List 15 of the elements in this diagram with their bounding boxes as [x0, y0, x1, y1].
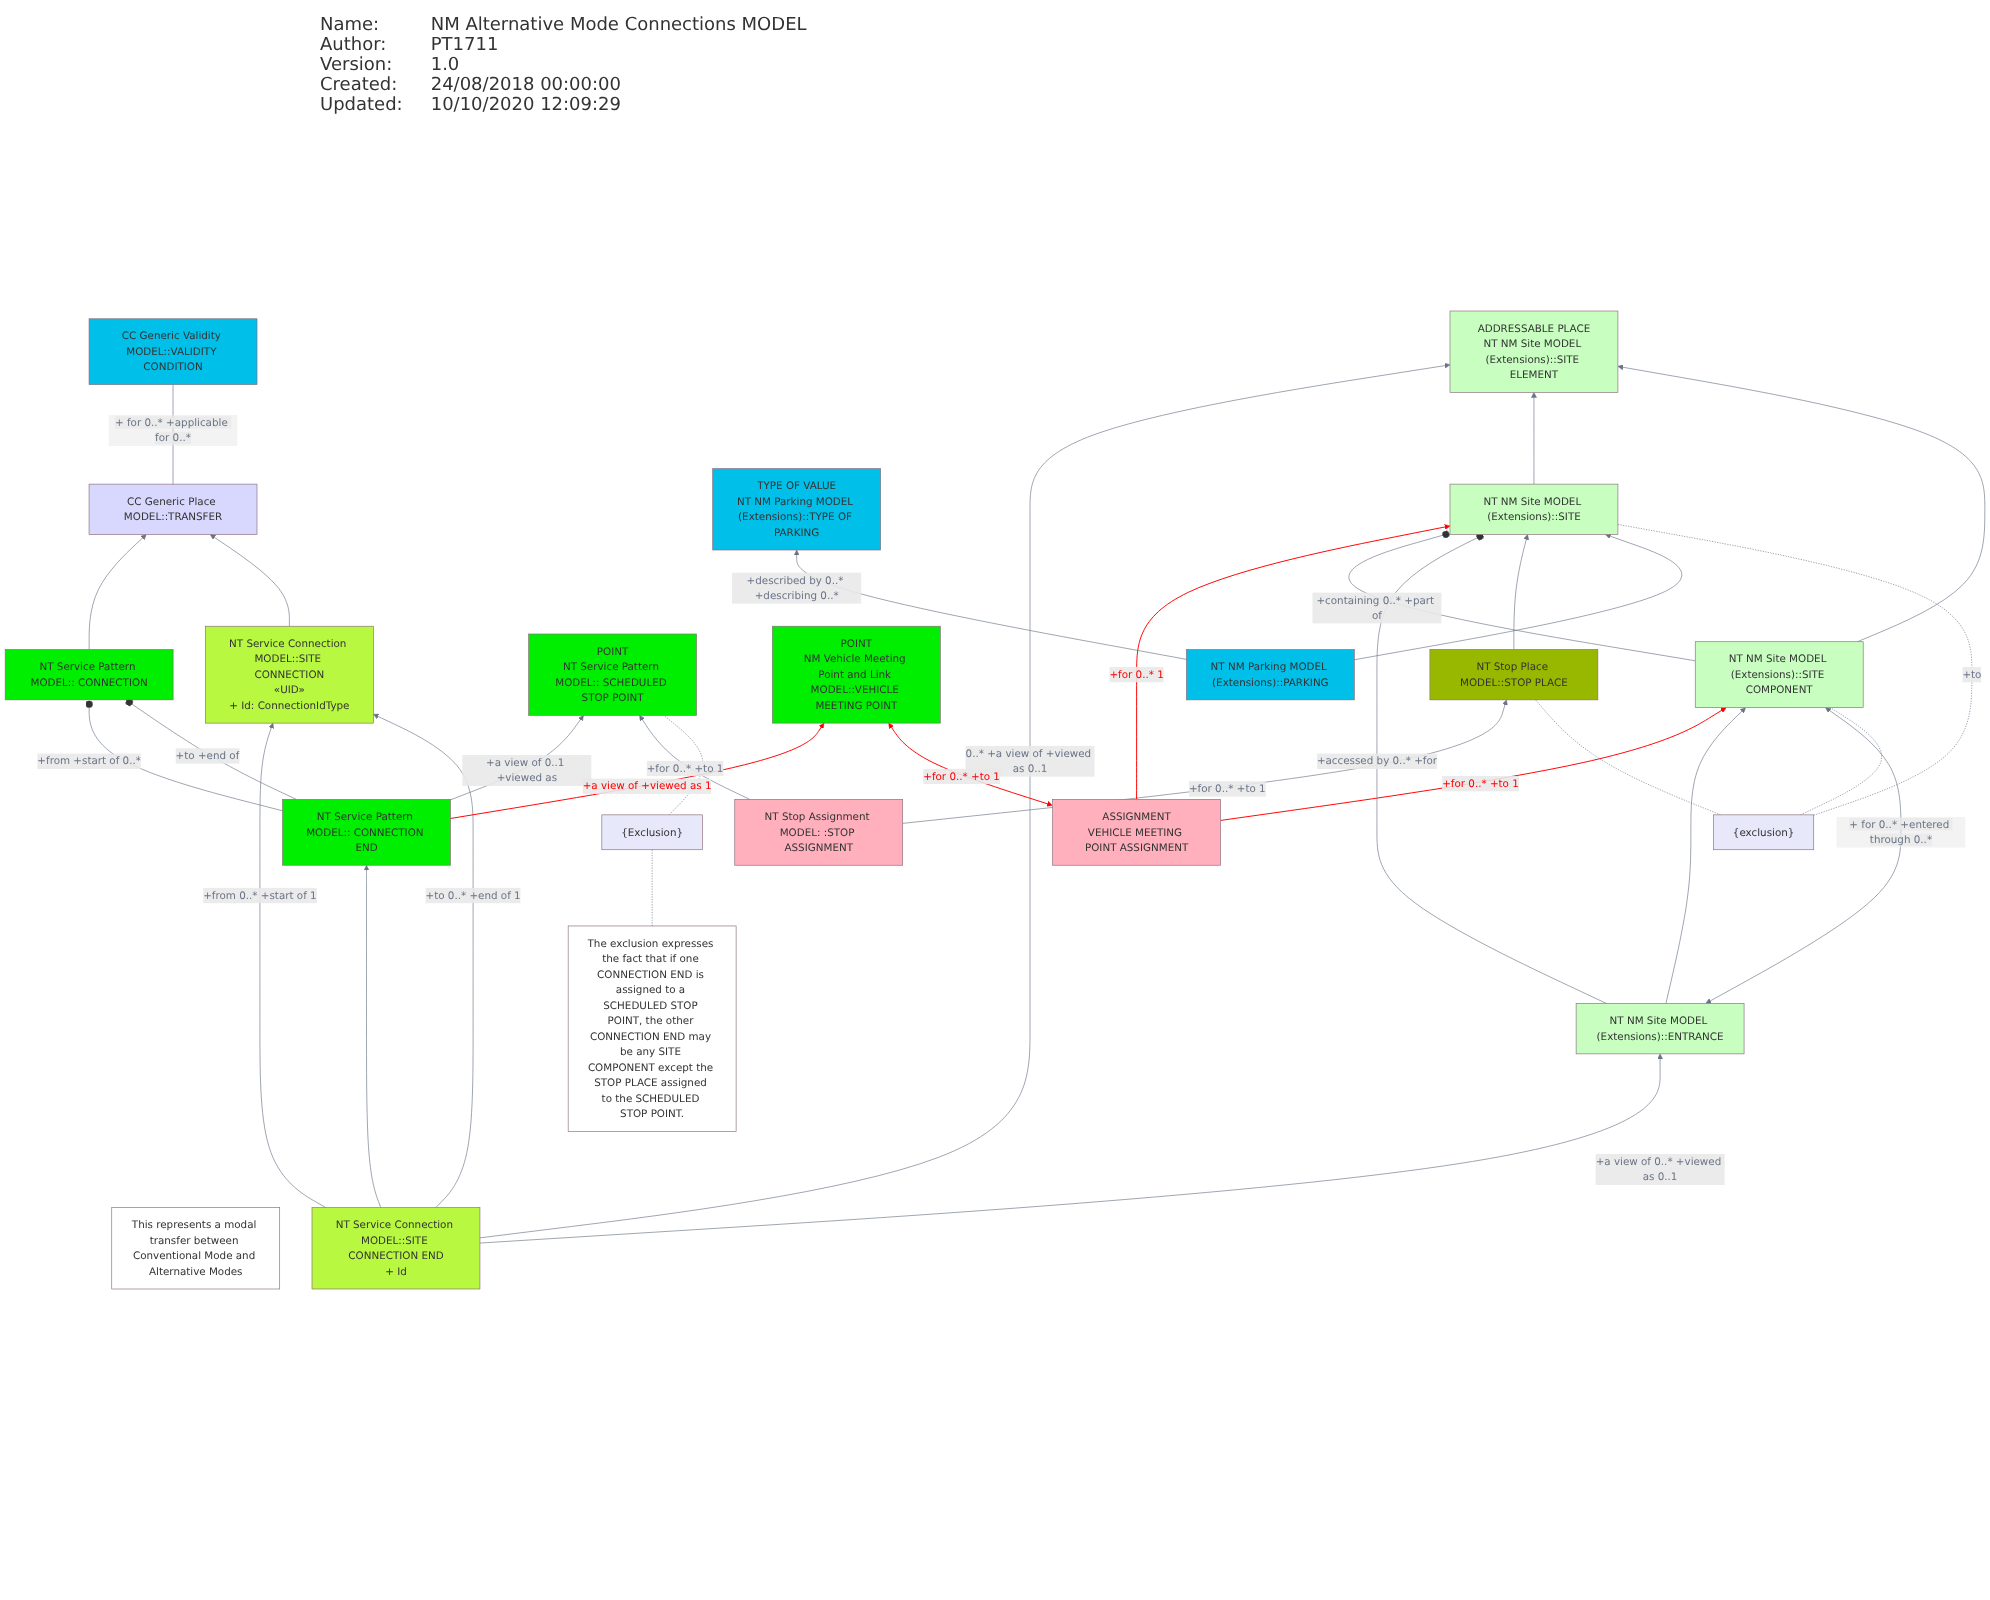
- connector: [651, 849, 653, 927]
- metadata-text: 24/08/2018 00:00:00: [430, 76, 623, 96]
- metadata-text: Name:: [320, 16, 382, 36]
- metadata-text: Created:: [320, 76, 400, 96]
- connector: [1535, 699, 1721, 816]
- connector: [663, 715, 704, 816]
- metadata-text: NM Alternative Mode Connections MODEL: [430, 16, 807, 36]
- metadata-text: Version:: [320, 56, 395, 76]
- metadata-text: PT1711: [430, 36, 501, 56]
- metadata-text: 10/10/2020 12:09:29: [430, 96, 623, 116]
- metadata-text: Author:: [320, 36, 389, 56]
- metadata-text: Updated:: [320, 96, 403, 116]
- connector: [1800, 707, 1882, 816]
- metadata-text: 1.0: [430, 56, 462, 76]
- connector: [1617, 524, 1973, 816]
